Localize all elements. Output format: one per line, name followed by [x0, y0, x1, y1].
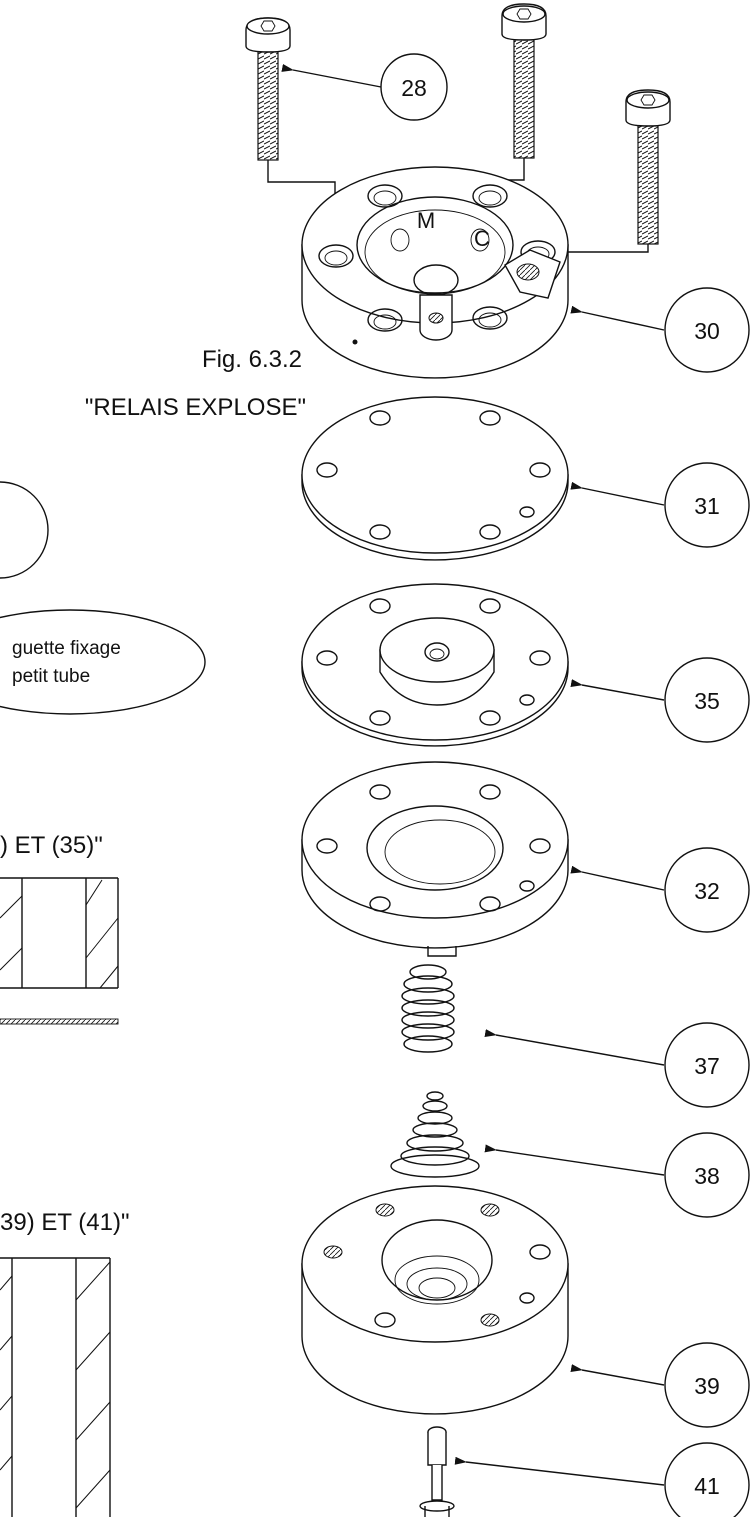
svg-text:31: 31	[694, 493, 720, 519]
svg-text:32: 32	[694, 878, 720, 904]
screw-right	[489, 89, 671, 310]
callout-30: 30	[664, 287, 750, 373]
callout-cut-off	[0, 481, 49, 579]
part-41-pin	[419, 1426, 455, 1517]
svg-text:28: 28	[401, 75, 427, 101]
callout-39: 39	[664, 1342, 750, 1428]
note-line-2: petit tube	[12, 666, 90, 687]
section-title-upper: ) ET (35)"	[0, 832, 103, 859]
svg-text:41: 41	[694, 1473, 720, 1499]
svg-text:37: 37	[694, 1053, 720, 1079]
callout-37: 37	[664, 1022, 750, 1108]
part-30-top-body: M C	[301, 166, 569, 379]
callout-38: 38	[664, 1132, 750, 1218]
callout-35: 35	[664, 657, 750, 743]
callout-32: 32	[664, 847, 750, 933]
note-line-1: guette fixage	[12, 638, 121, 659]
section-view-lower	[0, 1257, 111, 1517]
callout-28: 28	[380, 53, 448, 121]
svg-text:38: 38	[694, 1163, 720, 1189]
plate-mark-c: C	[474, 226, 490, 251]
figure-title: "RELAIS EXPLOSE"	[85, 394, 306, 421]
svg-text:30: 30	[694, 318, 720, 344]
plate-mark-m: M	[417, 208, 435, 233]
callout-31: 31	[664, 462, 750, 548]
section-title-lower: 39) ET (41)"	[0, 1209, 129, 1236]
svg-text:35: 35	[694, 688, 720, 714]
part-39-base	[301, 1185, 569, 1415]
screw-middle	[493, 3, 547, 198]
leader-lines	[281, 63, 665, 1486]
part-31-plate	[301, 396, 569, 561]
note-bubble: guette fixage petit tube	[0, 609, 206, 715]
screw-left	[245, 17, 336, 248]
part-35-diaphragm	[301, 583, 569, 747]
part-32-ring	[301, 761, 569, 957]
figure-number: Fig. 6.3.2	[202, 346, 302, 373]
section-view-upper	[0, 877, 119, 1025]
part-37-spring	[401, 964, 455, 1053]
part-38-conical-spring	[390, 1091, 480, 1178]
callout-41: 41	[664, 1442, 750, 1517]
svg-text:39: 39	[694, 1373, 720, 1399]
